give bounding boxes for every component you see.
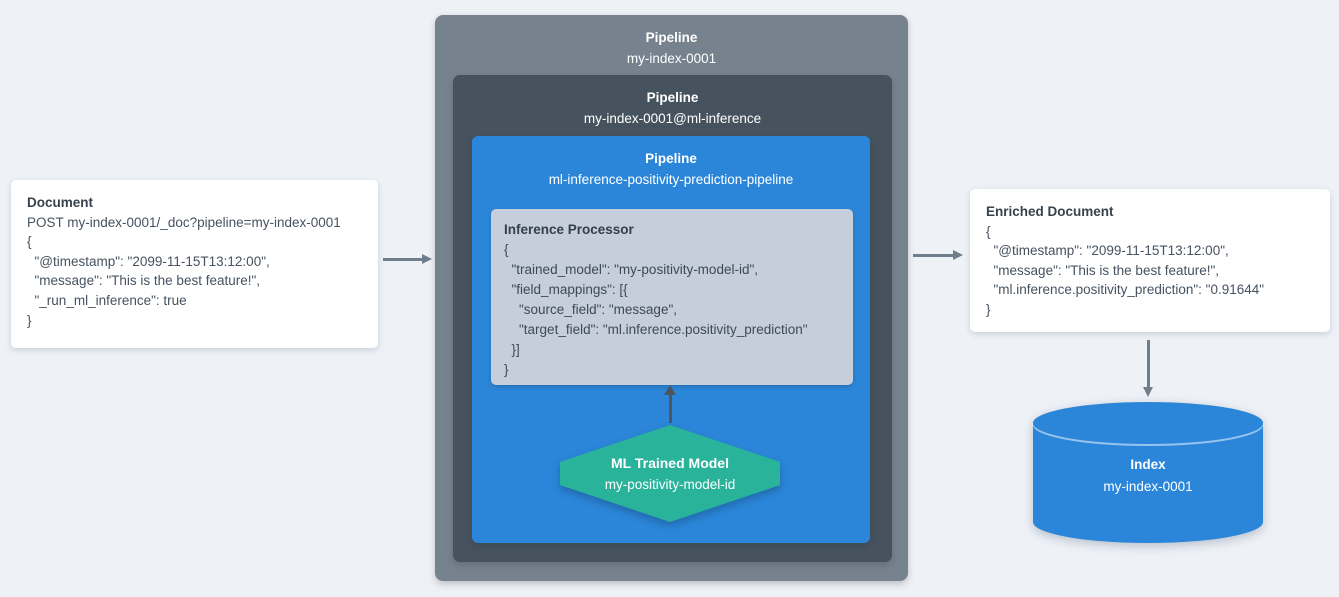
pipeline-to-enriched-arrow-icon — [913, 250, 963, 259]
enriched-document-card: Enriched Document { "@timestamp": "2099-… — [970, 189, 1330, 332]
inference-processor-title: Inference Processor — [504, 222, 634, 237]
index-title: Index — [1130, 457, 1166, 472]
model-to-processor-arrow-icon — [664, 385, 677, 423]
processor-json-line: { — [504, 242, 509, 257]
inner-pipeline-name: ml-inference-positivity-prediction-pipel… — [548, 172, 794, 187]
processor-json-line: }] — [504, 342, 520, 357]
enriched-json-line: "ml.inference.positivity_prediction": "0… — [986, 282, 1265, 298]
index-cylinder-text: Index my-index-0001 — [1033, 454, 1263, 498]
ml-inference-pipeline-label: Pipeline — [646, 90, 699, 105]
document-to-pipeline-arrow-icon — [383, 254, 432, 263]
document-request-line: POST my-index-0001/_doc?pipeline=my-inde… — [27, 214, 341, 230]
document-card-title: Document — [27, 195, 94, 210]
processor-json-line: } — [504, 362, 509, 377]
inner-pipeline-header: Pipeline ml-inference-positivity-predict… — [472, 136, 870, 190]
ml-inference-pipeline-name: my-index-0001@ml-inference — [583, 111, 762, 126]
cylinder-top-ellipse — [1033, 402, 1263, 444]
outer-pipeline-name: my-index-0001 — [626, 51, 717, 66]
processor-json-line: "target_field": "ml.inference.positivity… — [504, 322, 808, 337]
ml-trained-model-shape: ML Trained Model my-positivity-model-id — [560, 425, 780, 522]
ml-trained-model-hexagon: ML Trained Model my-positivity-model-id — [560, 425, 780, 522]
ml-inference-pipeline-header: Pipeline my-index-0001@ml-inference — [453, 75, 892, 129]
enriched-document-title: Enriched Document — [986, 204, 1114, 219]
document-json-line: } — [27, 312, 32, 328]
processor-json-line: "trained_model": "my-positivity-model-id… — [504, 262, 759, 277]
index-name: my-index-0001 — [1103, 479, 1193, 494]
inference-processor-box: Inference Processor { "trained_model": "… — [491, 209, 853, 385]
enriched-json-line: "@timestamp": "2099-11-15T13:12:00", — [986, 243, 1229, 259]
enriched-json-line: "message": "This is the best feature!", — [986, 262, 1220, 278]
document-json-line: "_run_ml_inference": true — [27, 292, 187, 308]
outer-pipeline-label: Pipeline — [645, 30, 698, 45]
ml-trained-model-name: my-positivity-model-id — [604, 476, 736, 492]
ml-trained-model-title: ML Trained Model — [611, 454, 729, 471]
enriched-to-index-arrow-icon — [1143, 340, 1152, 397]
enriched-json-line: } — [986, 301, 991, 317]
outer-pipeline-header: Pipeline my-index-0001 — [435, 15, 908, 69]
document-json-line: "message": "This is the best feature!", — [27, 273, 261, 289]
inner-pipeline-label: Pipeline — [645, 151, 697, 166]
index-cylinder: Index my-index-0001 — [1033, 402, 1263, 543]
document-card: Document POST my-index-0001/_doc?pipelin… — [11, 180, 378, 348]
document-json-line: "@timestamp": "2099-11-15T13:12:00", — [27, 253, 270, 269]
processor-json-line: "source_field": "message", — [504, 302, 677, 317]
enriched-json-line: { — [986, 223, 991, 239]
document-json-line: { — [27, 234, 32, 250]
processor-json-line: "field_mappings": [{ — [504, 282, 628, 297]
